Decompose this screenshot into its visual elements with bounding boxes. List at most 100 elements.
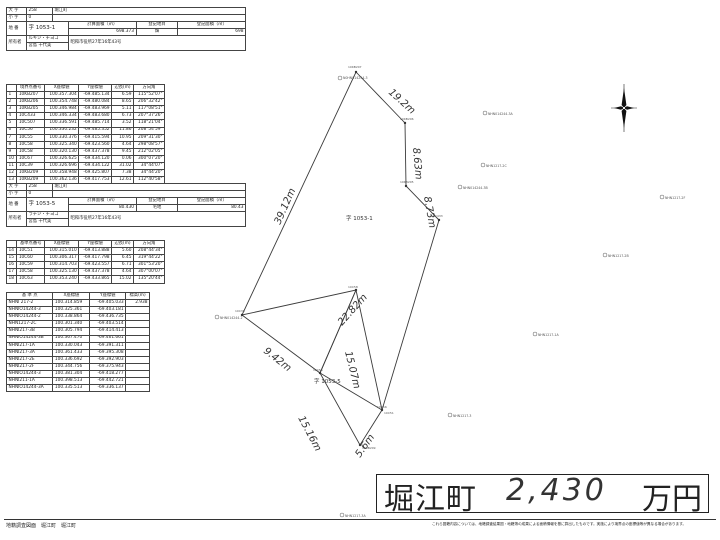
edge-label: 19.2m xyxy=(386,87,417,117)
parcel2-cell: 100.353.240 xyxy=(44,275,80,284)
control-marker xyxy=(457,184,463,190)
vertex-label: 10C55 xyxy=(313,368,323,372)
edge-label: 15.07m xyxy=(342,350,362,390)
vertex-2 xyxy=(403,121,407,125)
control-marker xyxy=(447,412,453,418)
parcel1-cell: 300°07'20" xyxy=(132,154,166,164)
vertex-1 xyxy=(354,70,358,74)
footer-left-note: 地籍調査図面 堀江町 堀江町 xyxy=(6,523,77,529)
town-name: 堀江町 xyxy=(384,482,477,517)
parcel2-cell: 100.315.010 xyxy=(44,247,80,256)
control-marker xyxy=(532,331,538,337)
parcel1-cell: 100.330.232 xyxy=(44,126,80,135)
parcel-main-label: 字 1053-1 xyxy=(346,214,373,222)
vertex-3 xyxy=(404,184,408,188)
north-arrow-icon xyxy=(611,84,637,132)
vertex-8 xyxy=(240,313,244,317)
point-label: NHN1217-3A xyxy=(345,514,366,518)
vertex-label: 10C58 xyxy=(348,285,358,289)
parcel2-header-table: 大 字 258 堀江町 小 字 0 地 番 字 1053-5 計算面積（㎡） 登… xyxy=(6,182,246,227)
vertex-label: 10C433 xyxy=(431,214,443,218)
vertex-5 xyxy=(380,408,384,412)
price-box xyxy=(376,474,709,513)
parcel-small-label: 字 1053-5 xyxy=(314,377,341,385)
parcel1-cell: 212°02'05" xyxy=(132,147,166,156)
note2: 昭和市役所27年16年43号 xyxy=(68,211,246,227)
parcel1-cell: 209°31'30" xyxy=(132,133,166,142)
control-marker xyxy=(214,314,220,320)
parcel1-cell: 12 xyxy=(5,169,18,178)
edge-label: 39.12m xyxy=(273,186,299,226)
parcel2-cell: 135°20'44" xyxy=(132,275,166,284)
parcel1-cell: 8 xyxy=(5,140,18,149)
control-marker xyxy=(602,252,608,258)
chimoku2-value: 宅地 xyxy=(135,204,179,213)
control-marker xyxy=(482,110,488,116)
parcel1-cell: 298°08'57" xyxy=(132,140,166,149)
control-cell: NHNIO14244-3A xyxy=(5,384,54,393)
control-marker xyxy=(480,162,486,168)
parcel2-header-cell xyxy=(5,239,18,249)
parcel1-cell: 100.325.340 xyxy=(44,140,80,149)
parcel2-header-cell: 方向角 xyxy=(132,239,166,249)
parcel1-header-table: 大 字 258 堀江町 小 字 0 地 番 字 1053-1 計算面積（㎡） 登… xyxy=(6,6,246,51)
vertex-7 xyxy=(354,288,358,292)
parcel1-cell: 100.326.696 xyxy=(44,162,80,171)
chimoku-label: 登記地目 xyxy=(135,21,179,30)
parcel1-cell: 34°44'07" xyxy=(132,162,166,171)
parcel1-cell: 208°54'59" xyxy=(132,126,166,135)
point-label: NHN014244-3A xyxy=(488,112,514,116)
parcel1-cell: 9 xyxy=(5,147,18,156)
note: 昭和市役所27年16年43号 xyxy=(68,35,246,51)
parcel1-cell: 100.320.130 xyxy=(44,147,80,156)
parcel2-cell: 208°44'34" xyxy=(132,247,166,256)
reg-area2-value: 80.43 xyxy=(177,204,246,213)
reg-area-label: 登記面積（㎡） xyxy=(177,21,246,30)
reg-area2-label: 登記面積（㎡） xyxy=(177,197,246,206)
vertex-label: 10KB207 xyxy=(348,65,362,69)
footer-right-note: これら図籍内容については、地籍調査結果図・地籍簿の成果による面積情報を基に算出し… xyxy=(432,522,687,526)
vertex-9 xyxy=(358,443,362,447)
parcel1-cell: 100.330.376 xyxy=(44,133,80,142)
vertex-6 xyxy=(318,371,322,375)
control-marker xyxy=(339,512,345,518)
chiban2-value: 字 1053-5 xyxy=(26,197,69,213)
vertex-label: 10KB205 xyxy=(400,180,414,184)
point-label: NHN1217-2F xyxy=(665,196,685,200)
vertex-4 xyxy=(437,218,441,222)
owner-name: 宮島 千代美 xyxy=(26,42,69,51)
parcel1-cell: 7 xyxy=(5,133,18,142)
edge-label: 15.16m xyxy=(295,414,323,453)
footer-rule xyxy=(4,519,716,520)
parcel1-cell: 11 xyxy=(5,162,18,171)
parcel1-cell: 10 xyxy=(5,154,18,164)
control-cell xyxy=(125,384,150,393)
parcel2-cell: 18 xyxy=(5,275,18,284)
parcel2-cell: 14 xyxy=(5,247,18,256)
edge-label: 8.73m xyxy=(421,196,437,230)
point-label: NHN1217-3 xyxy=(453,414,471,418)
vertex-label: 10KB206 xyxy=(400,117,414,121)
inner-boundary-line xyxy=(355,289,383,411)
control-marker xyxy=(659,194,665,200)
vertex-label: 10C56 xyxy=(377,405,387,409)
control-marker xyxy=(337,75,343,81)
point-label: N0HN014244-3 xyxy=(343,76,368,80)
point-label: NHN014244-2 xyxy=(220,316,243,320)
